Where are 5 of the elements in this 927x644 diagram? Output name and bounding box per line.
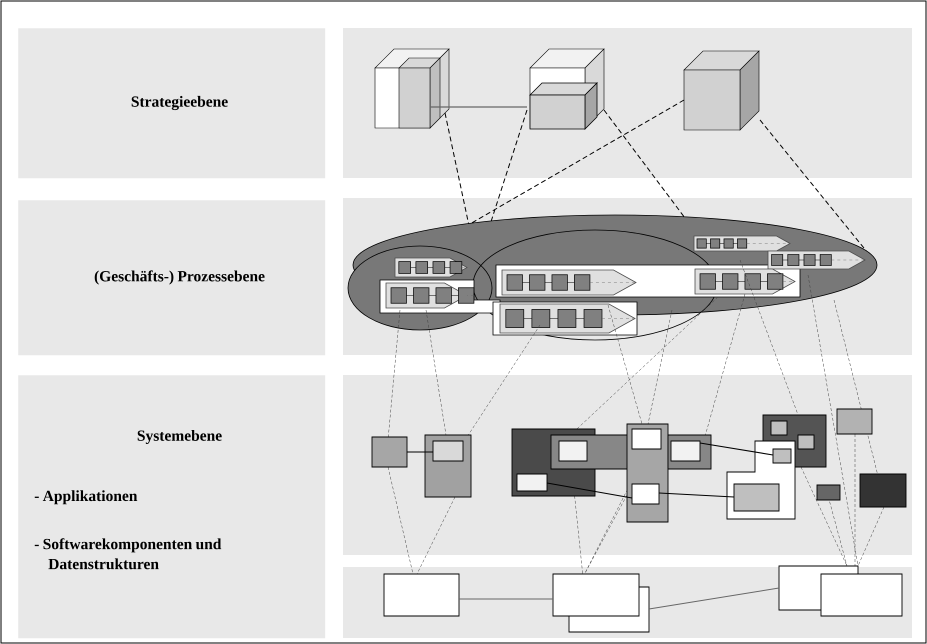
level-item: - Softwarekomponenten und Datenstrukturen <box>34 538 222 570</box>
level-title: Systemebene <box>138 430 222 444</box>
level-title: (Geschäfts-) Prozessebene <box>94 270 265 285</box>
level-title: Strategieebene <box>132 96 228 110</box>
level-item: - Applikationen <box>34 490 138 504</box>
